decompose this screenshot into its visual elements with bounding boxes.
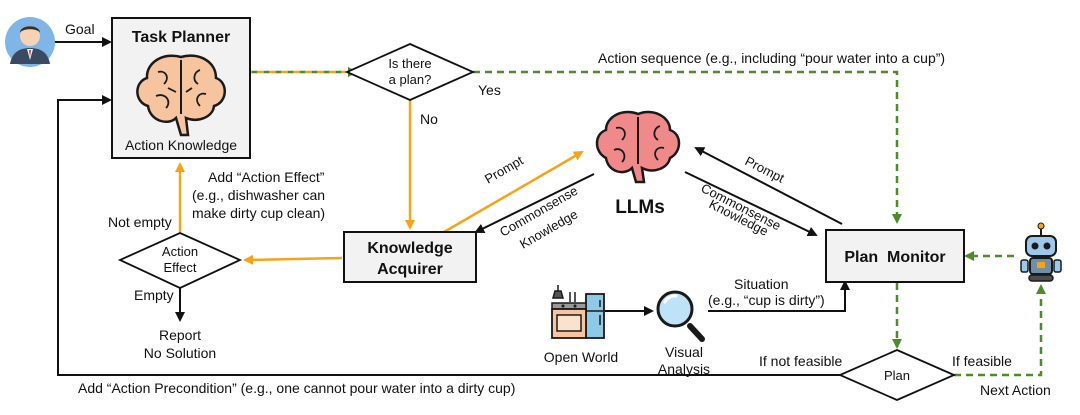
robot-icon <box>1020 222 1062 282</box>
if-feasible-label: If feasible <box>952 353 1012 369</box>
report-line-2: No Solution <box>144 345 216 361</box>
brain-icon <box>595 110 681 184</box>
yes-label: Yes <box>478 82 501 98</box>
no-label: No <box>420 111 438 127</box>
kitchen-icon <box>551 285 605 339</box>
add-effect-label-3: make dirty cup clean) <box>192 205 325 221</box>
prompt-left-arrow <box>443 150 584 234</box>
knowledge-acquirer-box: Knowledge Acquirer <box>343 231 477 283</box>
user-avatar-icon <box>5 17 55 67</box>
task-planner-subtitle: Action Knowledge <box>125 137 237 153</box>
visual-analysis-line-2: Analysis <box>658 361 710 377</box>
open-world-label: Open World <box>544 349 618 365</box>
plan-monitor-box: Plan Monitor <box>825 229 965 283</box>
report-line-1: Report <box>159 327 201 343</box>
add-effect-label-2: (e.g., dishwasher can <box>192 187 325 203</box>
plan-decision: Plan <box>837 349 957 401</box>
if-not-feasible-label: If not feasible <box>759 353 842 369</box>
action-effect-line-1: Action <box>162 244 198 259</box>
is-plan-line-2: a plan? <box>389 72 432 87</box>
knowledge-acquirer-line-2: Acquirer <box>377 261 443 278</box>
action-effect-line-2: Effect <box>163 260 196 275</box>
situation-arrow <box>708 280 850 312</box>
situation-label-1: Situation <box>734 276 788 292</box>
situation-label-2: (e.g., “cup is dirty”) <box>708 292 825 308</box>
commonsense-right-arrow <box>684 171 818 237</box>
plan-monitor-label: Plan Monitor <box>844 249 945 266</box>
action-effect-decision: Action Effect <box>117 232 243 289</box>
plan-label: Plan <box>884 368 910 383</box>
goal-label: Goal <box>65 21 95 37</box>
add-effect-label-1: Add “Action Effect” <box>208 169 325 185</box>
commonsense-left-arrow <box>474 173 595 233</box>
llms-label: LLMs <box>615 197 665 218</box>
action-sequence-label: Action sequence (e.g., including “pour w… <box>598 50 945 66</box>
feasible-arrow <box>954 284 1046 377</box>
prompt-left-label: Prompt <box>482 152 526 186</box>
not-feasible-arrow <box>57 95 840 376</box>
knowledge-acquirer-line-1: Knowledge <box>367 240 452 257</box>
task-planner-box: Task Planner Action Knowledge <box>111 17 251 159</box>
next-action-label: Next Action <box>980 382 1051 398</box>
yes-arrow <box>473 70 902 224</box>
is-there-a-plan-decision: Is there a plan? <box>344 43 476 101</box>
task-planner-title: Task Planner <box>132 29 230 46</box>
acquirer-to-effect-arrow <box>243 254 343 265</box>
not-empty-label: Not empty <box>108 214 172 230</box>
empty-label: Empty <box>134 287 174 303</box>
magnifier-icon <box>656 290 705 342</box>
prompt-right-label: Prompt <box>743 153 787 186</box>
visual-analysis-line-1: Visual <box>665 344 703 360</box>
brain-icon <box>136 54 226 137</box>
prompt-right-arrow <box>694 147 843 225</box>
add-precondition-label: Add “Action Precondition” (e.g., one can… <box>78 380 515 396</box>
llms-node: LLMs <box>595 110 681 218</box>
is-plan-line-1: Is there <box>388 56 431 71</box>
